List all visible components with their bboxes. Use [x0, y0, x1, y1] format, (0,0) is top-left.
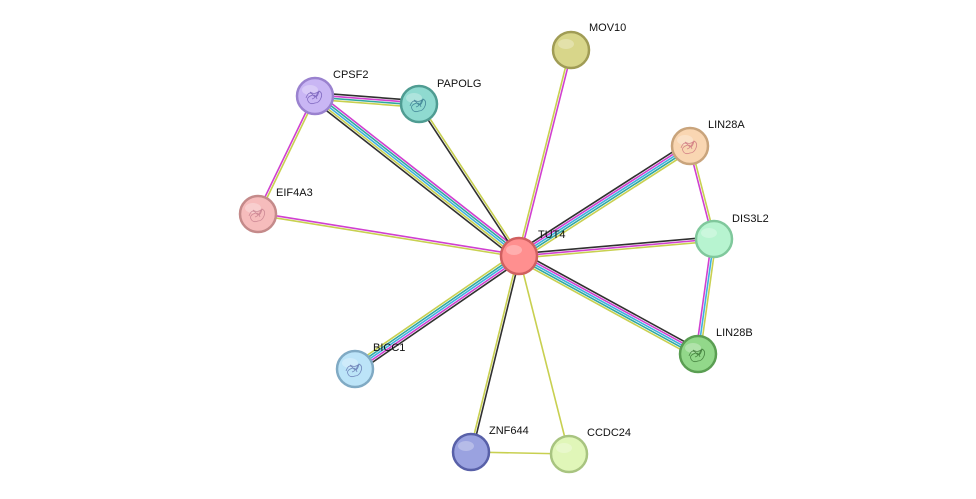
node-highlight [558, 39, 574, 49]
node-label: CPSF2 [333, 69, 368, 81]
edge-tut4-lin28b[interactable] [516, 251, 701, 359]
node-tut4[interactable]: TUT4 [499, 229, 566, 276]
protein-structure-icon [248, 208, 266, 223]
node-highlight [685, 343, 701, 353]
node-highlight [458, 441, 474, 451]
node-highlight [556, 443, 572, 453]
node-label: EIF4A3 [276, 187, 313, 199]
edge-evidence-line [519, 253, 700, 353]
node-znf644[interactable]: ZNF644 [451, 425, 529, 472]
edge-evidence-line [518, 255, 570, 455]
node-highlight [506, 245, 522, 255]
edge-evidence-line [471, 256, 521, 453]
edge-evidence-line [695, 238, 713, 354]
edge-cpsf2-eif4a3[interactable] [256, 95, 317, 215]
protein-structure-icon [305, 90, 323, 105]
node-cpsf2[interactable]: CPSF2 [295, 69, 368, 116]
edge-evidence-line [311, 98, 517, 261]
edge-tut4-lin28a[interactable] [516, 141, 693, 261]
node-circle[interactable] [694, 219, 734, 259]
edge-evidence-line [520, 251, 701, 351]
edge-evidence-line [519, 147, 692, 259]
edge-evidence-line [417, 104, 519, 258]
edge-evidence-line [357, 258, 522, 374]
edge-evidence-line [516, 259, 697, 359]
node-label: DIS3L2 [732, 213, 769, 225]
node-label: MOV10 [589, 22, 626, 34]
edge-evidence-line [313, 97, 519, 259]
node-dis3l2[interactable]: DIS3L2 [694, 213, 769, 259]
edge-evidence-line [315, 93, 521, 255]
edge-tut4-cpsf2[interactable] [311, 91, 523, 261]
edge-evidence-line [355, 257, 521, 372]
edge-evidence-line [258, 96, 317, 215]
edge-tut4-ccdc24[interactable] [518, 255, 570, 455]
node-label: TUT4 [538, 229, 566, 241]
edge-dis3l2-lin28b[interactable] [695, 238, 717, 355]
node-circle[interactable] [551, 30, 591, 70]
edge-tut4-dis3l2[interactable] [518, 236, 715, 259]
node-label: BICC1 [373, 342, 405, 354]
edge-evidence-line [257, 214, 519, 258]
edge-tut4-bicc1[interactable] [352, 251, 522, 374]
node-circle[interactable] [499, 236, 539, 276]
protein-structure-icon [680, 140, 698, 155]
node-highlight [245, 203, 261, 213]
node-highlight [406, 93, 422, 103]
node-lin28a[interactable]: LIN28A [670, 119, 745, 166]
edge-evidence-line [518, 255, 699, 355]
node-highlight [302, 85, 318, 95]
edge-evidence-line [517, 257, 698, 357]
edge-evidence-line [518, 236, 714, 255]
edge-evidence-line [258, 212, 520, 256]
node-papolg[interactable]: PAPOLG [399, 78, 481, 124]
edge-evidence-line [516, 141, 689, 253]
protein-structure-icon [409, 98, 427, 113]
edge-evidence-line [699, 239, 717, 355]
protein-structure-icon [345, 363, 363, 378]
edge-evidence-line [519, 50, 573, 257]
node-label: LIN28A [708, 119, 745, 131]
edge-evidence-line [314, 95, 520, 257]
edge-evidence-line [256, 95, 315, 214]
node-circle[interactable] [549, 434, 589, 474]
node-mov10[interactable]: MOV10 [551, 22, 626, 70]
edge-evidence-line [518, 238, 715, 257]
edge-evidence-line [317, 91, 523, 254]
edge-evidence-line [520, 149, 693, 261]
edge-evidence-line [518, 145, 691, 257]
node-ccdc24[interactable]: CCDC24 [549, 427, 631, 474]
edge-evidence-line [352, 251, 517, 367]
node-label: ZNF644 [489, 425, 529, 437]
edge-evidence-line [517, 49, 571, 256]
edge-tut4-znf644[interactable] [469, 255, 521, 453]
edge-tut4-mov10[interactable] [517, 49, 573, 257]
edge-evidence-line [519, 240, 715, 259]
edge-evidence-line [354, 255, 520, 370]
node-label: LIN28B [716, 327, 753, 339]
edge-tut4-papolg[interactable] [417, 102, 521, 258]
node-highlight [342, 358, 358, 368]
node-circle[interactable] [451, 432, 491, 472]
node-lin28b[interactable]: LIN28B [678, 327, 753, 374]
edge-tut4-eif4a3[interactable] [257, 212, 520, 258]
protein-structure-icon [688, 348, 706, 363]
edge-evidence-line [419, 102, 521, 256]
edge-evidence-line [517, 143, 690, 255]
node-highlight [677, 135, 693, 145]
node-eif4a3[interactable]: EIF4A3 [238, 187, 313, 234]
node-label: PAPOLG [437, 78, 481, 90]
edge-evidence-line [469, 255, 519, 452]
edge-evidence-line [353, 253, 519, 368]
node-bicc1[interactable]: BICC1 [335, 342, 405, 389]
node-highlight [701, 228, 717, 238]
node-label: CCDC24 [587, 427, 631, 439]
edge-evidence-line [697, 238, 715, 355]
